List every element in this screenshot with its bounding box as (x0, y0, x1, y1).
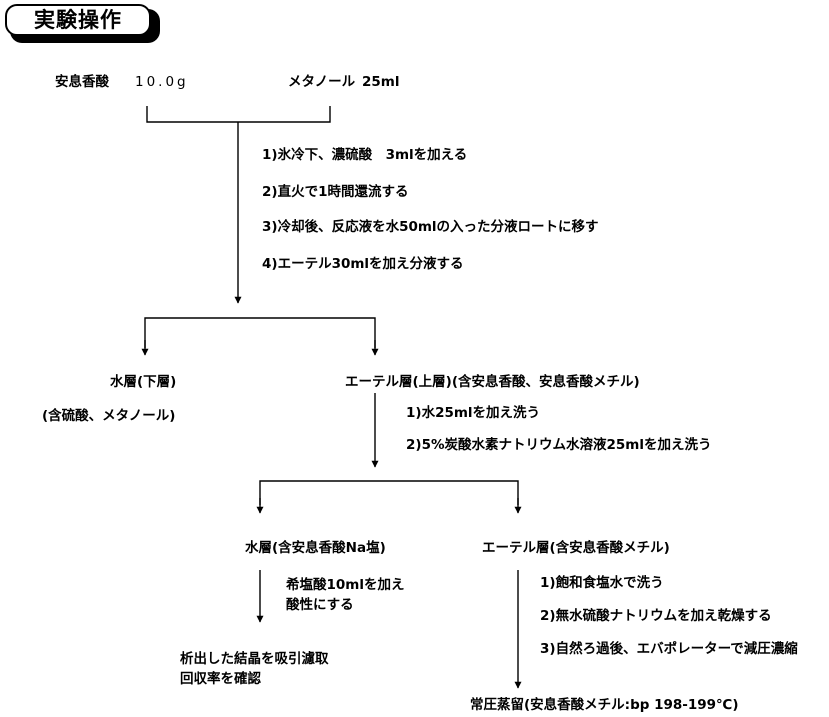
reagent1-label: 安息香酸 (55, 74, 109, 90)
final-distillation: 常圧蒸留(安息香酸メチル:bp 198-199℃) (470, 697, 739, 713)
step2-2: 2)5%炭酸水素ナトリウム水溶液25mlを加え洗う (406, 437, 712, 453)
aqueous-layer2-label: 水層(含安息香酸Na塩) (245, 540, 386, 556)
reagent1-amount: 10.0g (135, 74, 189, 90)
step1-3: 3)冷却後、反応液を水50mlの入った分液ロートに移す (262, 219, 599, 235)
left-result-1: 析出した結晶を吸引濾取 (180, 651, 329, 667)
split1-bracket (144, 317, 376, 348)
ether-layer-label: エーテル層(上層)(含安息香酸、安息香酸メチル) (345, 374, 640, 390)
aqueous-layer-note: (含硫酸、メタノール) (42, 408, 176, 424)
step1-2: 2)直火で1時間還流する (262, 184, 409, 200)
left-step-1: 希塩酸10mlを加え (286, 577, 405, 593)
reagent2-amount: 25ml (362, 74, 400, 90)
reagent2-label: メタノール (288, 74, 356, 90)
right-step-2: 2)無水硫酸ナトリウムを加え乾燥する (540, 608, 772, 624)
merge-bracket (146, 106, 331, 123)
right-step-1: 1)飽和食塩水で洗う (540, 575, 664, 591)
page-title: 実験操作 (5, 4, 151, 36)
right-step-3: 3)自然ろ過後、エバポレーターで減圧濃縮 (540, 641, 798, 657)
step1-1: 1)氷冷下、濃硫酸 3mlを加える (262, 147, 468, 163)
step1-4: 4)エーテル30mlを加え分液する (262, 256, 464, 272)
left-result-2: 回収率を確認 (180, 671, 261, 687)
step2-1: 1)水25mlを加え洗う (406, 405, 541, 421)
split2-bracket (259, 480, 519, 505)
ether-layer2-label: エーテル層(含安息香酸メチル) (482, 540, 670, 556)
left-step-2: 酸性にする (286, 597, 354, 613)
aqueous-layer-label: 水層(下層) (110, 374, 177, 390)
